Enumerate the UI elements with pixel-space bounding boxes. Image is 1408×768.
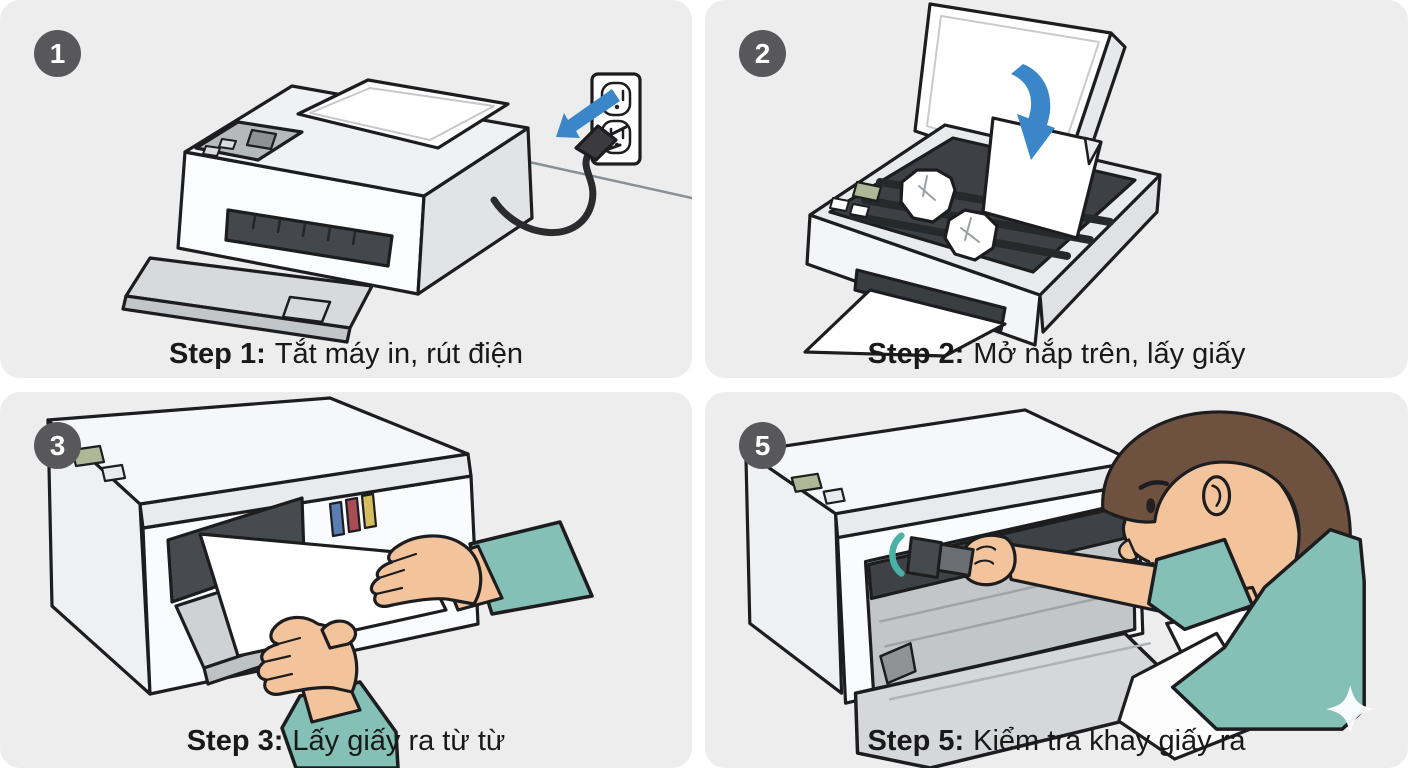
insert-down-arrow-icon bbox=[1011, 64, 1055, 160]
ear bbox=[1202, 475, 1232, 517]
pull-paper-illustration bbox=[46, 396, 594, 768]
person bbox=[889, 410, 1366, 761]
step-label: Step 1: bbox=[169, 338, 266, 370]
step-badge: 3 bbox=[34, 422, 81, 469]
light-beam-icon bbox=[889, 532, 905, 577]
eye bbox=[1146, 498, 1156, 514]
inspect-tray-illustration bbox=[744, 408, 1375, 768]
step-label: Step 5: bbox=[867, 725, 965, 757]
lower-hand bbox=[256, 615, 400, 768]
sparkle-icon bbox=[1326, 685, 1375, 734]
step-badge: 1 bbox=[34, 30, 81, 77]
step-label: Step 3: bbox=[186, 725, 284, 757]
step-instruction: Lấy giấy ra từ từ bbox=[292, 725, 506, 757]
step-caption: Step 1:Tắt máy in, rút điện bbox=[0, 338, 692, 371]
jammed-paper bbox=[899, 116, 1103, 262]
printer-front-output bbox=[803, 268, 1007, 358]
open-lid-jam-illustration bbox=[803, 2, 1162, 358]
step-badge: 5 bbox=[739, 422, 786, 469]
panel-step-5: 5 bbox=[705, 392, 1408, 768]
step-caption: Step 2:Mở nắp trên, lấy giấy bbox=[705, 338, 1408, 371]
step-caption: Step 5:Kiểm tra khay giấy ra bbox=[705, 725, 1408, 758]
step-instruction: Kiểm tra khay giấy ra bbox=[973, 725, 1246, 757]
flashlight-head bbox=[905, 536, 943, 580]
unplug-arrow-icon bbox=[556, 89, 620, 138]
eyebrow bbox=[1138, 480, 1169, 490]
sleeve bbox=[1147, 537, 1255, 632]
panel-step-3: 3 bbox=[0, 392, 692, 768]
upper-hand bbox=[369, 520, 594, 616]
printer-unplug-illustration bbox=[121, 72, 692, 344]
step-instruction: Tắt máy in, rút điện bbox=[274, 338, 523, 370]
panel-step-2: 2 bbox=[705, 0, 1408, 378]
printer bbox=[121, 78, 534, 344]
panel-step-1: 1 bbox=[0, 0, 692, 378]
step-badge: 2 bbox=[739, 30, 786, 77]
step-label: Step 2: bbox=[867, 338, 965, 370]
power-cord-plug bbox=[490, 124, 628, 237]
step-instruction: Mở nắp trên, lấy giấy bbox=[973, 338, 1246, 370]
step-caption: Step 3:Lấy giấy ra từ từ bbox=[0, 725, 692, 758]
